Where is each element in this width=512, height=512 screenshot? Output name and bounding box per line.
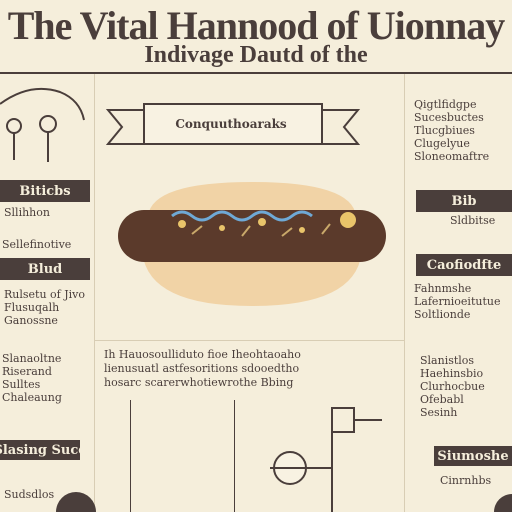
left-bar-2: Blud xyxy=(0,258,90,280)
left-text-2: Sellefinotive xyxy=(2,238,72,251)
divider-left xyxy=(94,74,95,512)
right-text-3: Fahnmshe Lafernioeitutue Soltlionde xyxy=(414,282,501,321)
left-text-1: Sllihhon xyxy=(4,206,50,219)
divider-center xyxy=(94,340,404,341)
left-text-5: Sudsdlos xyxy=(4,488,55,501)
right-bar-1: Bib xyxy=(416,190,512,212)
left-text-3: Rulsetu of Jivo Flusuqalh Ganossne xyxy=(4,288,85,327)
right-bar-3: Siumoshe xyxy=(434,446,512,466)
hot-dog-illustration xyxy=(118,182,386,306)
banner-ribbon xyxy=(105,103,361,145)
banner-label: Conquuthoaraks xyxy=(175,118,287,131)
right-text-1: Qigtlfidgpe Sucesbuctes Tlucgbiues Cluge… xyxy=(414,98,490,163)
page-title: The Vital Hannood of Uionnay xyxy=(7,3,506,48)
right-text-4: Slanistlos Haehinsbio Clurhocbue Ofebabl… xyxy=(420,354,485,419)
right-text-2: Sldbitse xyxy=(450,214,496,227)
decorative-circle-right xyxy=(494,494,512,512)
diagram-line-1 xyxy=(130,400,131,512)
left-bar-1: Biticbs xyxy=(0,180,90,202)
page-header: The Vital Hannood of Uionnay Indivage Da… xyxy=(0,0,512,72)
left-bar-3: Slasing Suce xyxy=(0,440,87,460)
pendant-icon xyxy=(0,87,85,162)
right-text-5: Cinrnhbs xyxy=(440,474,492,487)
page-subtitle: Indivage Dautd of the xyxy=(144,42,368,68)
center-paragraph: Ih Hauosoulliduto fioe Iheohtaoaho lienu… xyxy=(104,348,301,389)
left-text-4: Slanaoltne Riserand Sulltes Chaleaung xyxy=(2,352,62,404)
divider-right xyxy=(404,74,405,512)
faucet-icon xyxy=(270,407,382,512)
header-divider xyxy=(0,72,512,74)
right-bar-2: Caofiodfte xyxy=(416,254,512,276)
decorative-circle-left xyxy=(56,492,96,512)
diagram-line-2 xyxy=(234,400,235,512)
